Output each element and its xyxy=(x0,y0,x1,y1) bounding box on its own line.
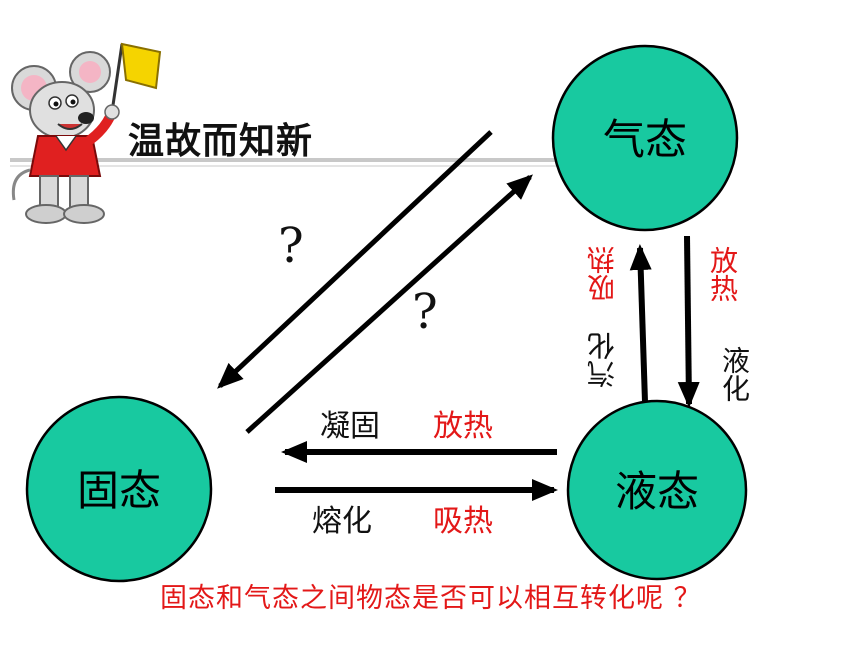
arrow-gas-to-solid xyxy=(217,130,493,389)
arrow-vaporization xyxy=(629,244,652,403)
melting-label: 熔化 xyxy=(312,504,372,539)
solid-state-circle xyxy=(25,395,213,583)
vaporization-label: 汽化 xyxy=(586,332,619,388)
solid-state-label: 固态 xyxy=(77,466,161,515)
liquefaction-label: 液化 xyxy=(718,346,751,402)
freezing-label: 凝固 xyxy=(320,409,380,444)
question-mark-solid-to-gas: ? xyxy=(412,284,438,340)
arrow-solid-to-gas xyxy=(245,174,533,434)
mouse-mascot-icon xyxy=(11,42,162,224)
liquefaction-heat-label: 放热 xyxy=(706,246,739,302)
question-mark-gas-to-solid: ? xyxy=(278,218,304,274)
liquid-state-label: 液态 xyxy=(615,467,699,516)
vaporization-heat-label: 吸热 xyxy=(586,246,619,302)
freezing-heat-label: 放热 xyxy=(433,409,493,444)
liquid-state-circle xyxy=(566,399,748,581)
bottom-question-text: 固态和气态之间物态是否可以相互转化呢 ？ xyxy=(160,583,702,614)
arrow-liquefaction xyxy=(677,235,700,408)
melting-heat-label: 吸热 xyxy=(433,504,493,539)
page-title: 温故而知新 xyxy=(128,121,314,162)
gas-state-circle xyxy=(551,44,739,232)
gas-state-label: 气态 xyxy=(603,115,687,164)
